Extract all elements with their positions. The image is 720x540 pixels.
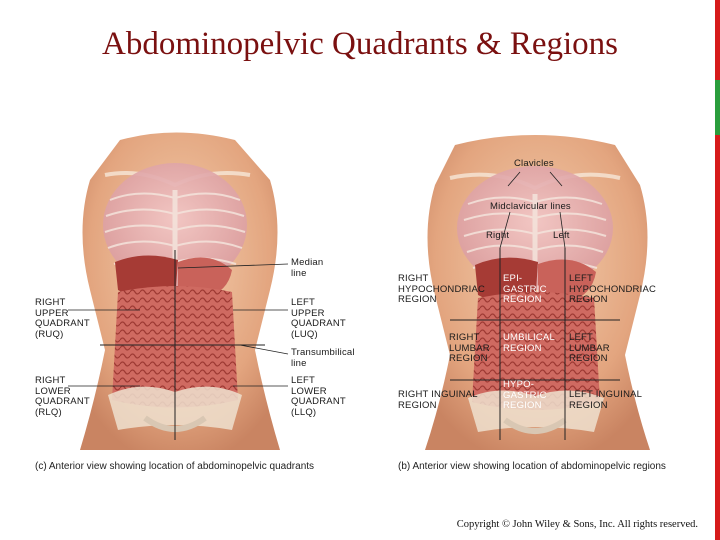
epigastric-label: EPI- GASTRIC REGION <box>503 273 547 305</box>
edge-bar-green <box>715 80 720 135</box>
right-figure-caption: (b) Anterior view showing location of ab… <box>398 461 666 472</box>
edge-bar-red-lower <box>715 135 720 540</box>
luq-label: LEFT UPPER QUADRANT (LUQ) <box>291 297 346 340</box>
hypogastric-label: HYPO- GASTRIC REGION <box>503 379 547 411</box>
right-torso <box>425 135 650 450</box>
left-hypochondriac-label: LEFT HYPOCHONDRIAC REGION <box>569 273 657 305</box>
llq-label: LEFT LOWER QUADRANT (LLQ) <box>291 375 346 418</box>
midclavicular-lines-label: Midclavicular lines <box>490 201 571 212</box>
copyright-notice: Copyright © John Wiley & Sons, Inc. All … <box>456 519 698 530</box>
clavicles-label: Clavicles <box>514 158 554 169</box>
left-leader-lines <box>68 263 289 387</box>
umbilical-label: UMBILICAL REGION <box>503 332 555 354</box>
transumbilical-line-label: Transumbilical line <box>291 347 355 369</box>
left-side-label: Left <box>553 230 570 241</box>
rlq-label: RIGHT LOWER QUADRANT (RLQ) <box>35 375 90 418</box>
left-torso <box>80 132 280 450</box>
right-lumbar-label: RIGHT LUMBAR REGION <box>449 332 490 364</box>
median-line-label: Median line <box>291 257 324 279</box>
right-inguinal-label: RIGHT INGUINAL REGION <box>398 389 478 411</box>
right-hypochondriac-label: RIGHT HYPOCHONDRIAC REGION <box>398 273 486 305</box>
left-figure-caption: (c) Anterior view showing location of ab… <box>35 461 315 472</box>
slide-title: Abdominopelvic Quadrants & Regions <box>101 26 618 62</box>
right-side-label: Right <box>486 230 510 241</box>
right-leader-lines <box>499 171 566 249</box>
ruq-label: RIGHT UPPER QUADRANT (RUQ) <box>35 297 90 340</box>
left-inguinal-label: LEFT INGUINAL REGION <box>569 389 643 411</box>
left-lumbar-label: LEFT LUMBAR REGION <box>569 332 610 364</box>
edge-bar-red <box>715 0 720 80</box>
